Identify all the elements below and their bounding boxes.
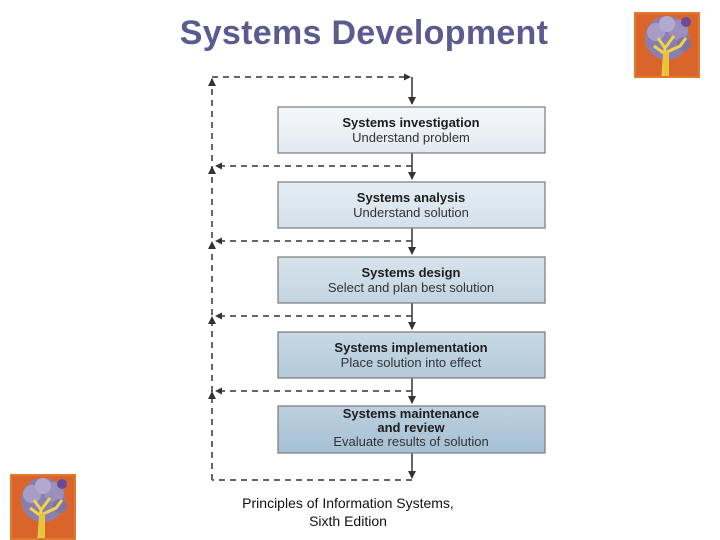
step-box-maintenance: Systems maintenance and review Evaluate … [277,405,546,454]
up-arrowhead-3 [208,316,216,324]
step-box-implementation: Systems implementation Place solution in… [277,331,546,379]
step-title: Systems implementation [334,340,487,355]
step-subtitle: Place solution into effect [341,355,482,370]
step-box-investigation: Systems investigation Understand problem [277,106,546,154]
step-subtitle: Select and plan best solution [328,280,494,295]
up-arrowhead-4 [208,391,216,399]
caption-line-2: Sixth Edition [309,513,387,529]
step-subtitle: Understand solution [353,205,469,220]
step-title-line2: and review [377,420,445,435]
slide-caption: Principles of Information Systems, Sixth… [178,494,518,530]
step-subtitle: Understand problem [352,130,470,145]
slide-title: Systems Development [179,14,549,52]
caption-line-1: Principles of Information Systems, [242,495,454,511]
up-arrowhead-2 [208,241,216,249]
tree-logo-icon [634,12,700,78]
up-arrowhead-1 [208,166,216,174]
tree-logo-icon [10,474,76,540]
step-title: Systems maintenance [343,406,480,421]
step-box-analysis: Systems analysis Understand solution [277,181,546,229]
step-title: Systems analysis [357,190,465,205]
step-title: Systems investigation [342,115,479,130]
step-subtitle: Evaluate results of solution [333,434,488,449]
step-title: Systems design [362,265,461,280]
step-box-design: Systems design Select and plan best solu… [277,256,546,304]
